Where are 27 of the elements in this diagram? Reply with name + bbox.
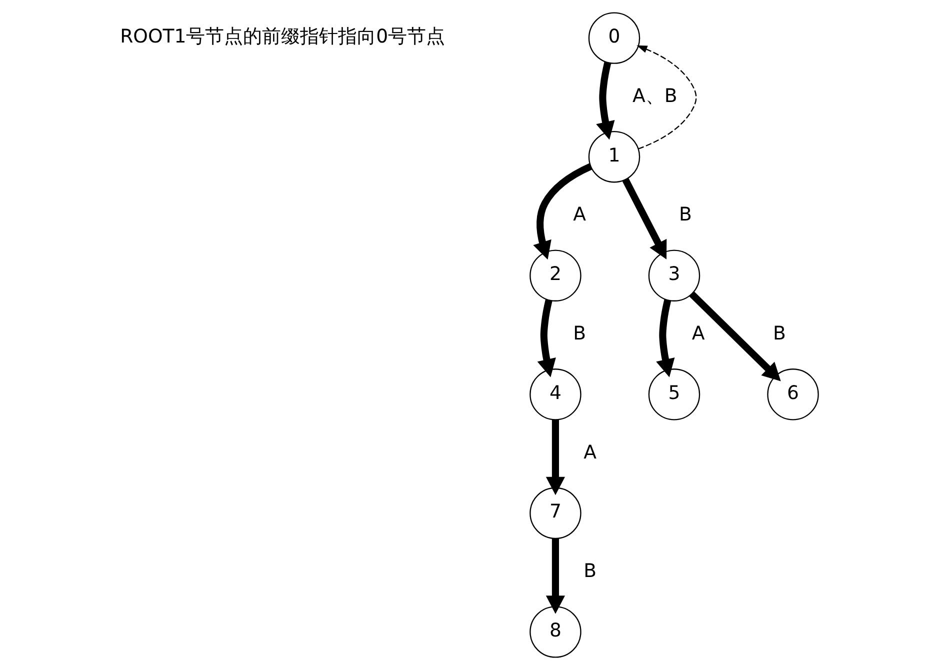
edge-label: A bbox=[692, 323, 705, 344]
node-circle: 7 bbox=[530, 487, 582, 540]
arrow bbox=[533, 163, 592, 260]
node-circle: 1 bbox=[588, 130, 640, 183]
arrow bbox=[636, 45, 697, 150]
node-circle: 0 bbox=[588, 12, 640, 64]
label: ROOT1号节点的前缀指针指向0号节点 bbox=[120, 26, 446, 48]
edge-label: B bbox=[584, 561, 597, 582]
arrow bbox=[537, 299, 556, 378]
edge-label: A、B bbox=[632, 86, 678, 107]
node-circle: 8 bbox=[530, 606, 582, 658]
edge-label: B bbox=[773, 323, 786, 344]
node-circle: 5 bbox=[648, 368, 700, 420]
node-circle: 4 bbox=[530, 368, 582, 420]
edge-label: B bbox=[573, 323, 586, 344]
arrow bbox=[546, 538, 565, 614]
node-circle: 6 bbox=[767, 368, 819, 420]
node-circle: 2 bbox=[530, 250, 582, 302]
edge-label: A bbox=[584, 442, 597, 464]
edge-label: A bbox=[573, 204, 586, 226]
arrow bbox=[546, 420, 565, 496]
arrow bbox=[596, 62, 615, 140]
arrow bbox=[622, 178, 667, 260]
edge-label: B bbox=[678, 204, 692, 226]
arrow bbox=[689, 291, 781, 382]
node-circle: 3 bbox=[648, 250, 700, 302]
arrow bbox=[656, 299, 675, 378]
